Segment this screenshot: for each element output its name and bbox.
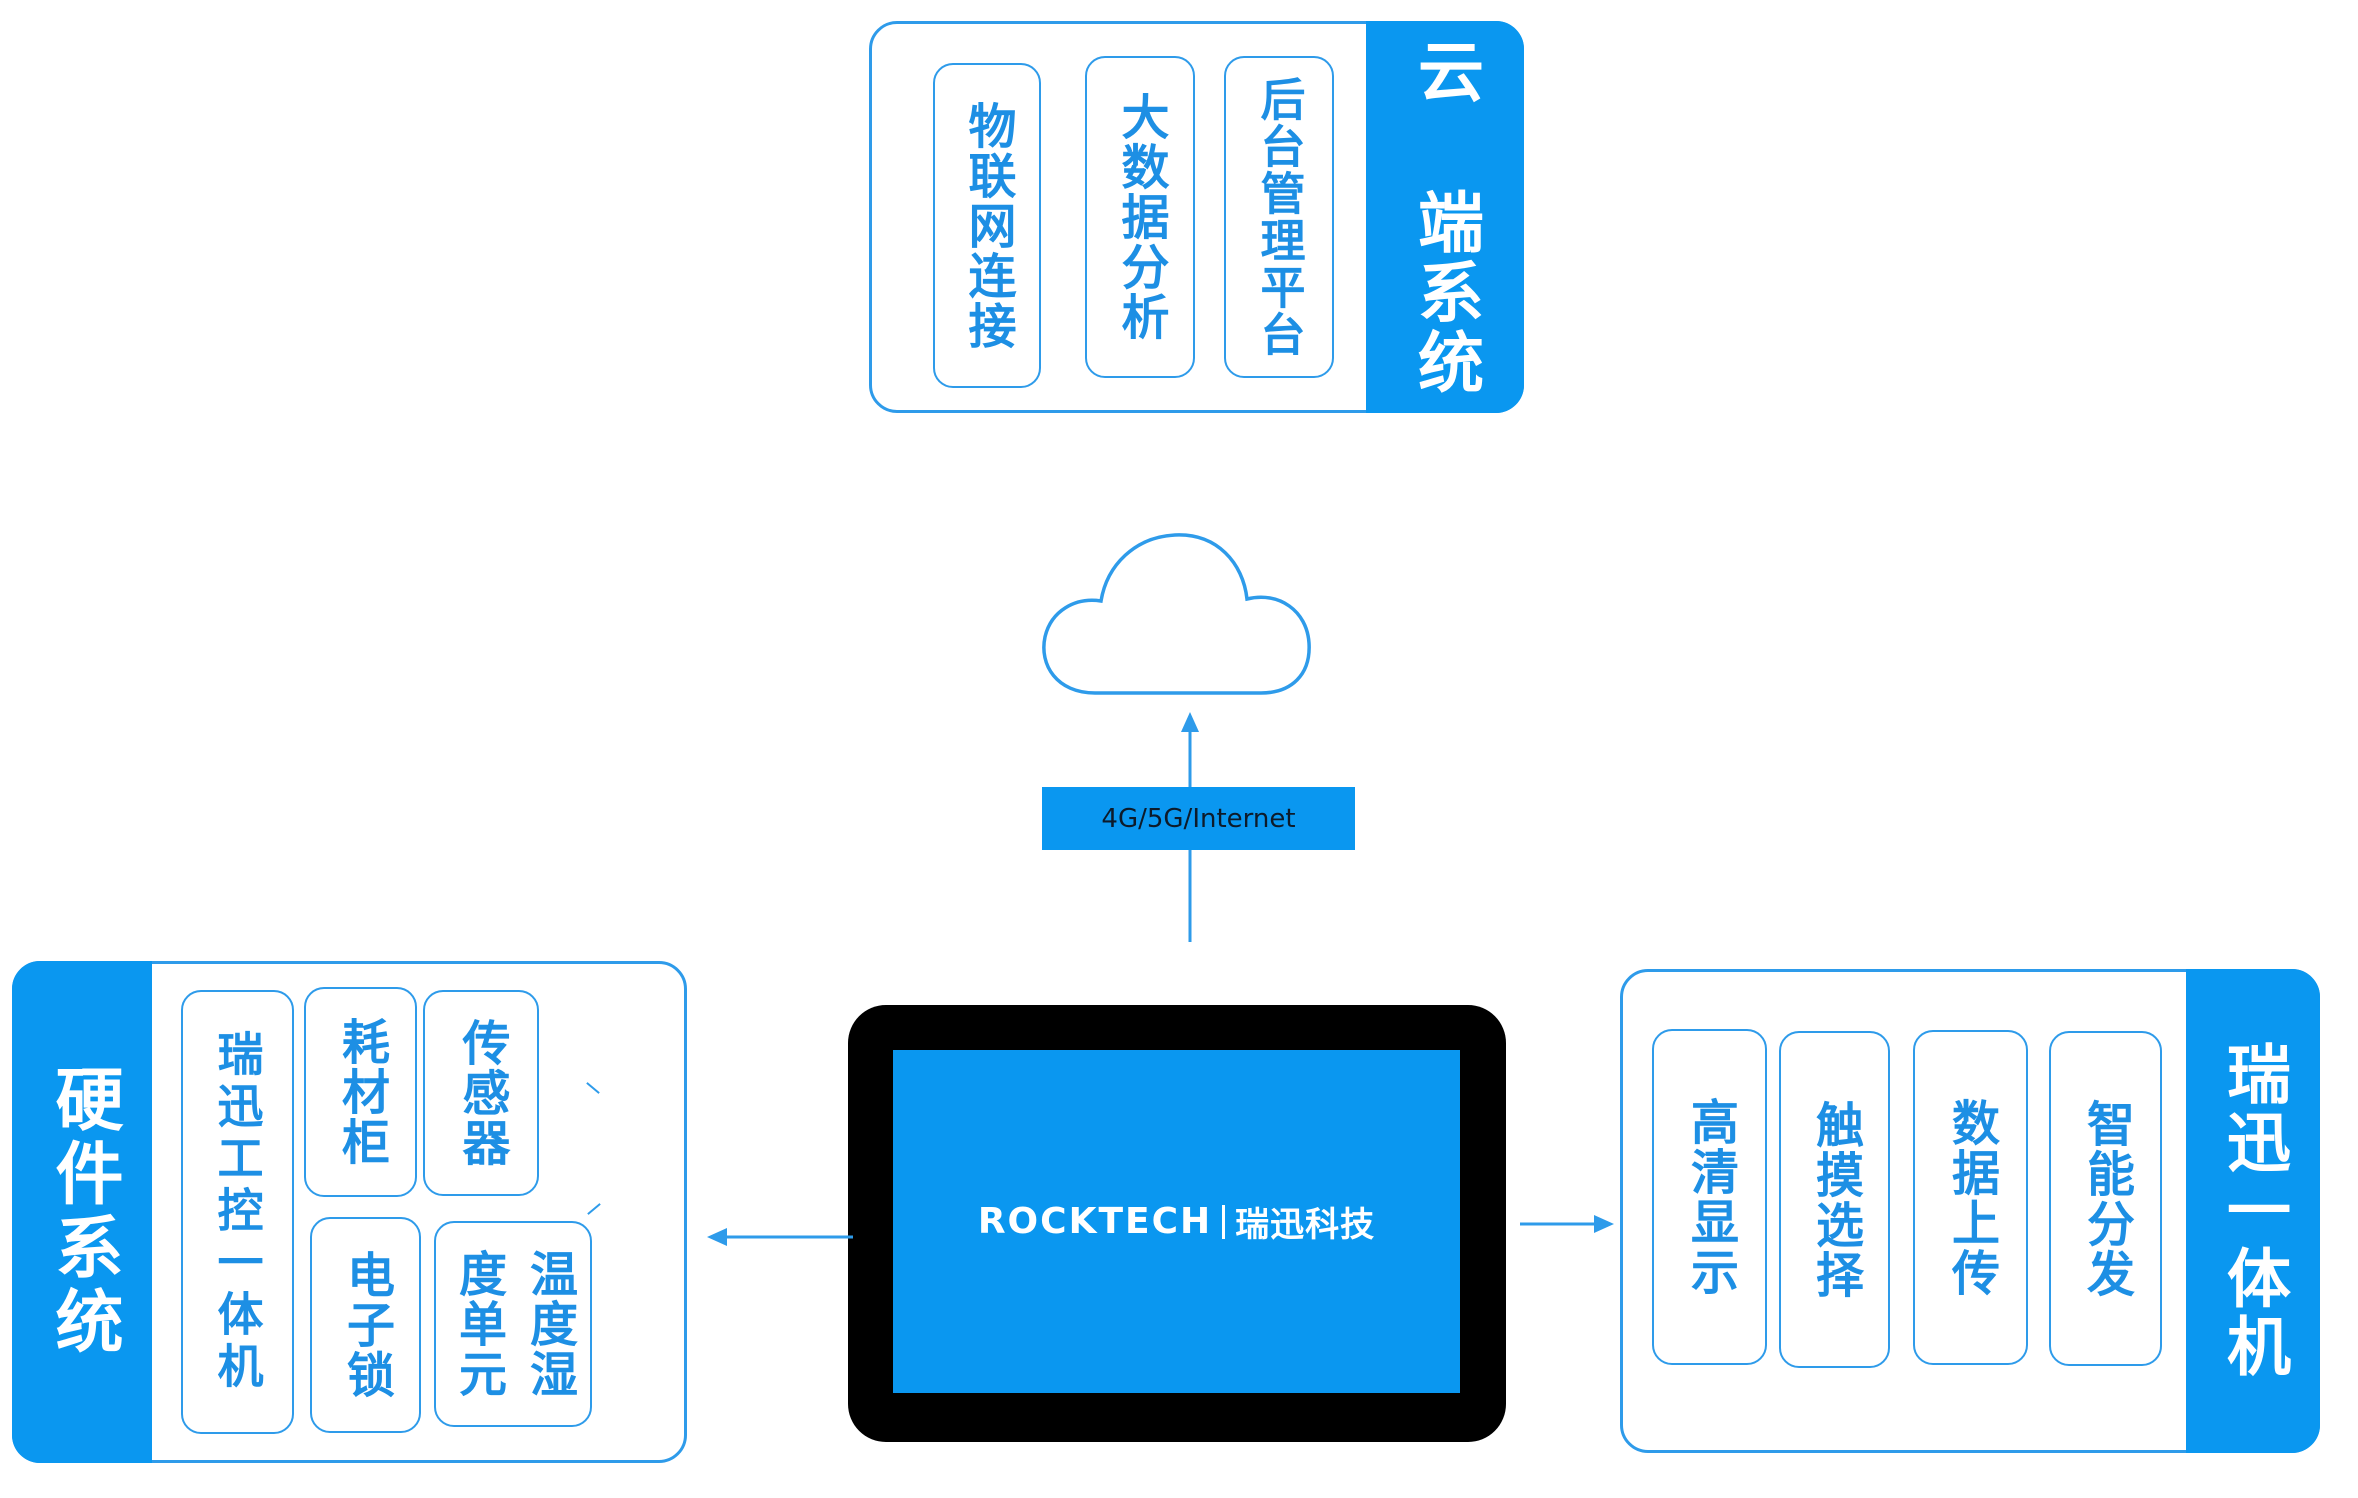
hardware-system-title-band: 硬件系统 [12,961,152,1463]
left-arrow [707,1228,853,1246]
cloud-icon [1042,533,1311,695]
hw-item-lock-label: 电子锁 [337,1250,394,1400]
aio-item-touch: 触摸选择 [1779,1031,1890,1368]
right-arrow [1520,1215,1614,1233]
rocktech-logo: ROCKTECH 瑞迅科技 [978,1197,1375,1246]
hw-item-ipc: 瑞迅工控一体机 [181,990,294,1434]
aio-item-upload-label: 数据上传 [1942,1097,1999,1298]
aio-item-hd-display: 高清显示 [1652,1029,1767,1365]
hw-item-cabinet-label: 耗材柜 [332,1017,389,1167]
cloud-item-bigdata-label: 大数据分析 [1112,92,1169,342]
hw-item-cabinet: 耗材柜 [304,987,417,1197]
network-label: 4G/5G/Internet [1101,803,1296,834]
tablet-screen: ROCKTECH 瑞迅科技 [893,1050,1460,1393]
aio-item-dispatch: 智能分发 [2049,1031,2162,1366]
aio-item-touch-label: 触摸选择 [1806,1099,1863,1300]
cloud-item-iot-label: 物联网连接 [959,100,1016,351]
brand-cn: 瑞迅科技 [1235,1205,1376,1245]
cloud-system-title: 云 端系统 [1407,36,1484,398]
brand-separator [1222,1204,1226,1239]
cloud-item-bigdata: 大数据分析 [1085,56,1195,378]
hw-item-ipc-label: 瑞迅工控一体机 [210,1030,265,1394]
aio-item-hd-display-label: 高清显示 [1681,1097,1738,1297]
brand-en: ROCKTECH [977,1201,1213,1242]
hw-item-lock: 电子锁 [310,1217,421,1433]
hw-item-humidity-col1: 温度湿 [520,1249,577,1399]
all-in-one-title: 瑞迅一体机 [2216,1041,2290,1381]
cloud-item-admin: 后台管理平台 [1224,56,1334,378]
cloud-item-iot: 物联网连接 [933,63,1041,388]
hw-item-sensor: 传感器 [423,990,539,1196]
cloud-system-title-band: 云 端系统 [1366,21,1524,413]
all-in-one-title-band: 瑞迅一体机 [2186,969,2320,1453]
hw-item-humidity-col2: 度单元 [450,1249,506,1399]
cloud-item-admin-label: 后台管理平台 [1252,76,1306,358]
hardware-system-title: 硬件系统 [43,1064,122,1360]
aio-item-dispatch-label: 智能分发 [2077,1098,2134,1299]
hw-item-humidity-text: 温度湿 度单元 [450,1249,577,1399]
hw-item-humidity: 温度湿 度单元 [434,1221,592,1427]
aio-item-upload: 数据上传 [1913,1030,2028,1365]
network-label-box: 4G/5G/Internet [1042,787,1355,850]
hw-item-sensor-label: 传感器 [453,1018,510,1168]
